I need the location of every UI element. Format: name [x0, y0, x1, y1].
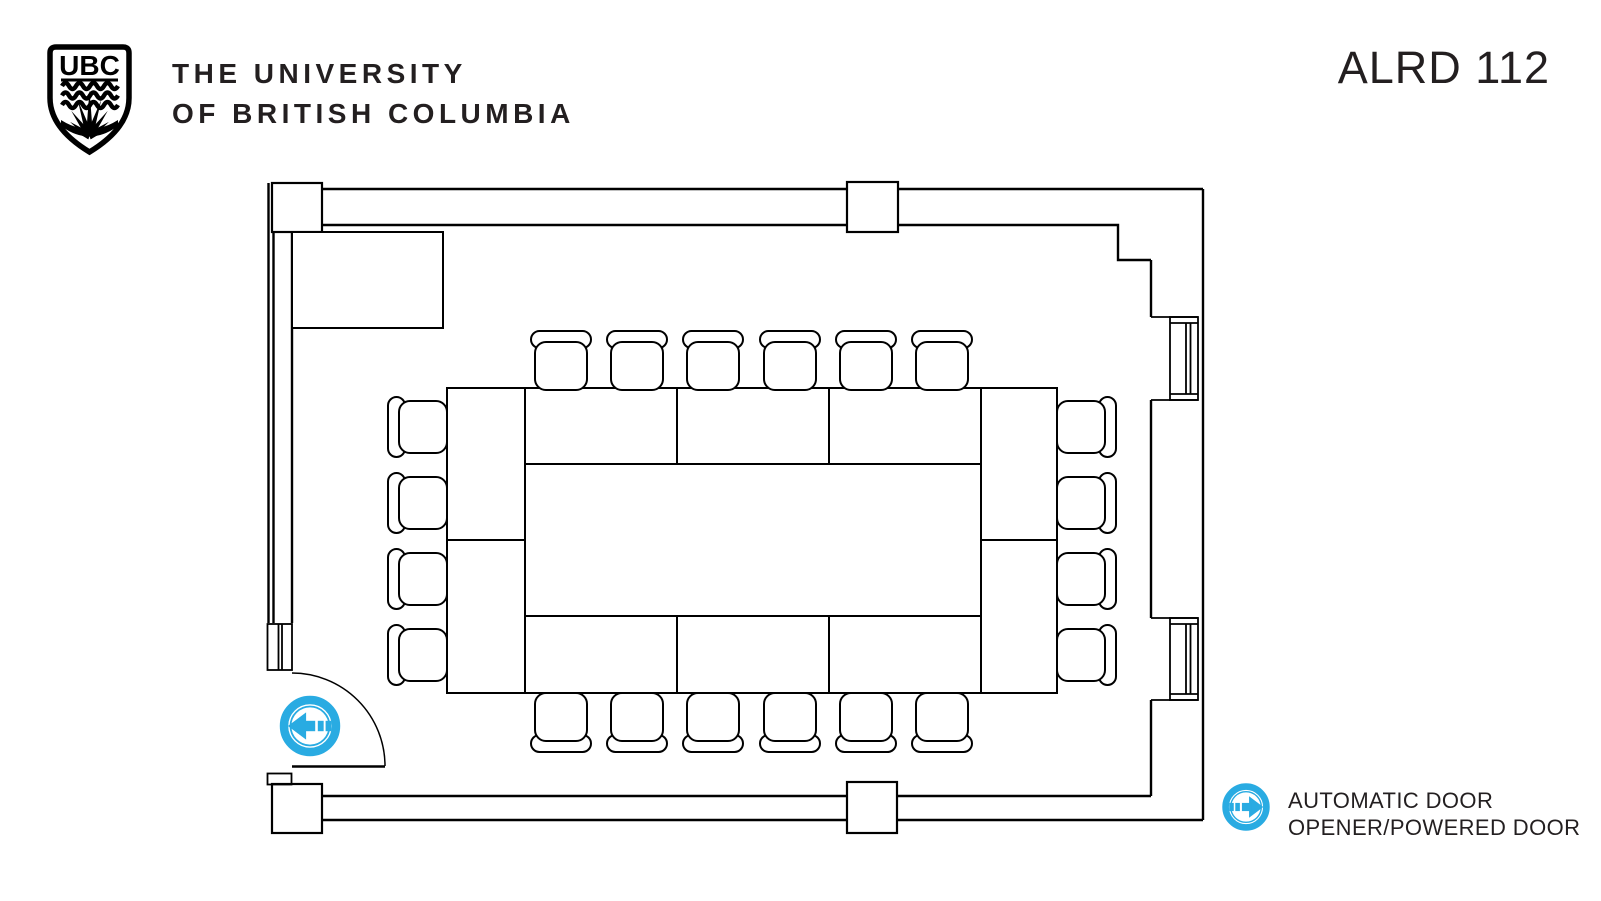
window-right-upper [1151, 316, 1199, 401]
chair [1056, 548, 1117, 610]
ubc-crest-rule [61, 78, 118, 82]
door-jamb [266, 772, 293, 786]
chair [530, 330, 592, 391]
chair [682, 692, 744, 753]
conference-table [446, 387, 1058, 694]
automatic-door-opener-icon [284, 700, 336, 752]
ubc-logo: UBC [47, 44, 132, 156]
chair [387, 548, 448, 610]
window-right-lower [1151, 617, 1199, 701]
legend-line1: AUTOMATIC DOOR [1288, 788, 1494, 813]
legend-automatic-door: AUTOMATIC DOOR OPENER/POWERED DOOR [1288, 787, 1580, 841]
room-title: ALRD 112 [1337, 42, 1550, 93]
cabinet-counter [291, 231, 444, 329]
wall-column-top-center [845, 180, 900, 234]
university-wordmark: THE UNIVERSITY OF BRITISH COLUMBIA [172, 54, 575, 134]
university-wordmark-line2: OF BRITISH COLUMBIA [172, 98, 575, 129]
chair [1056, 472, 1117, 534]
automatic-door-opener-legend-icon [1226, 787, 1267, 828]
wall-column-bottom-left [270, 782, 324, 835]
chair [530, 692, 592, 753]
chair [835, 692, 897, 753]
door-sidelight [266, 623, 293, 671]
chairs-top [530, 330, 973, 391]
chair [387, 472, 448, 534]
ubc-monogram: UBC [59, 50, 120, 81]
chair [1056, 396, 1117, 458]
wall-column-bottom-center [845, 780, 899, 835]
wall-column-top-left [270, 181, 324, 234]
university-wordmark-line1: THE UNIVERSITY [172, 58, 467, 89]
chairs-left [387, 396, 448, 686]
chair [606, 692, 668, 753]
wall-left [267, 183, 294, 623]
chair [1056, 624, 1117, 686]
chair [835, 330, 897, 391]
chair [682, 330, 744, 391]
chairs-bottom [530, 692, 973, 753]
chair [759, 330, 821, 391]
door-swing-arc [291, 672, 386, 767]
chairs-right [1056, 396, 1117, 686]
wall-top-inner [322, 223, 1151, 262]
chair [759, 692, 821, 753]
chair [911, 692, 973, 753]
legend-line2: OPENER/POWERED DOOR [1288, 815, 1581, 840]
chair [387, 624, 448, 686]
chair [606, 330, 668, 391]
chair [911, 330, 973, 391]
door [266, 623, 386, 786]
ubc-crest-rays [61, 90, 118, 140]
chair [387, 396, 448, 458]
